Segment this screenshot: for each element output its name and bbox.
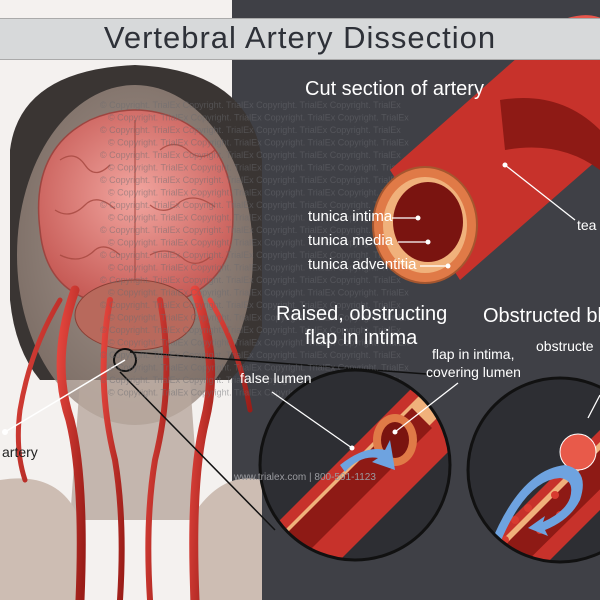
label-obstructed: Obstructed bl bbox=[483, 305, 600, 327]
label-flap-covering-2: covering lumen bbox=[426, 364, 521, 380]
neck-arteries bbox=[15, 285, 253, 600]
watermark-text: © Copyright. TrialEx Copyright. TrialEx … bbox=[108, 163, 409, 173]
shoulder-left bbox=[0, 478, 80, 600]
brain-folds bbox=[54, 120, 216, 300]
dissection-site-circle bbox=[113, 348, 137, 372]
zoom-line-bottom bbox=[119, 371, 276, 531]
label-tear: tea bbox=[577, 217, 597, 233]
watermark-text: © Copyright. TrialEx Copyright. TrialEx … bbox=[100, 250, 401, 260]
flow-arrow-1 bbox=[340, 440, 395, 472]
watermark-text: © Copyright. TrialEx Copyright. TrialEx … bbox=[108, 338, 409, 348]
label-tunica-intima: tunica intima bbox=[308, 208, 393, 225]
artery-lumen bbox=[393, 182, 463, 262]
watermark-text: © Copyright. TrialEx Copyright. TrialEx … bbox=[108, 138, 409, 148]
label-cut-section: Cut section of artery bbox=[305, 78, 484, 100]
artery-pointer-line bbox=[4, 359, 126, 433]
closeup-obstructed bbox=[466, 376, 600, 564]
watermark-text: © Copyright. TrialEx Copyright. TrialEx … bbox=[108, 113, 409, 123]
watermark-text: © Copyright. TrialEx Copyright. TrialEx … bbox=[108, 313, 409, 323]
page-title: Vertebral Artery Dissection bbox=[103, 20, 497, 55]
watermark-text: © Copyright. TrialEx Copyright. TrialEx … bbox=[108, 263, 409, 273]
watermark-text: © Copyright. TrialEx Copyright. TrialEx … bbox=[100, 100, 401, 110]
label-tunica-media: tunica media bbox=[308, 232, 394, 249]
title-bar bbox=[0, 18, 600, 60]
shoulder-right bbox=[190, 478, 262, 600]
neck-shape bbox=[70, 380, 200, 520]
watermark-text: © Copyright. TrialEx Copyright. TrialEx … bbox=[100, 375, 401, 385]
watermark-text: © Copyright. TrialEx Copyright. TrialEx … bbox=[100, 300, 401, 310]
label-obstructed-sub: obstructe bbox=[536, 338, 594, 354]
cut-section-artery bbox=[372, 15, 600, 284]
watermark-text: © Copyright. TrialEx Copyright. TrialEx … bbox=[100, 125, 401, 135]
watermark-text: © Copyright. TrialEx Copyright. TrialEx … bbox=[100, 175, 401, 185]
watermark-text: © Copyright. TrialEx Copyright. TrialEx … bbox=[100, 225, 401, 235]
watermark-text: © Copyright. TrialEx Copyright. TrialEx … bbox=[100, 325, 401, 335]
watermark-text: © Copyright. TrialEx Copyright. TrialEx … bbox=[108, 363, 409, 373]
watermark-text: © Copyright. TrialEx Copyright. TrialEx … bbox=[100, 275, 401, 285]
watermark-text: © Copyright. TrialEx Copyright. TrialEx … bbox=[108, 288, 409, 298]
label-raised-flap-1: Raised, obstructing bbox=[276, 303, 448, 325]
watermark-text: © Copyright. TrialEx Copyright. TrialEx … bbox=[108, 388, 409, 398]
label-flap-covering-1: flap in intima, bbox=[432, 346, 515, 362]
zoom-line-top bbox=[129, 351, 441, 376]
label-artery: artery bbox=[2, 444, 38, 460]
watermark-text: © Copyright. TrialEx Copyright. TrialEx … bbox=[100, 350, 401, 360]
watermark-text: © Copyright. TrialEx Copyright. TrialEx … bbox=[100, 200, 401, 210]
watermark-text: © Copyright. TrialEx Copyright. TrialEx … bbox=[108, 238, 409, 248]
label-tunica-adventitia: tunica adventitia bbox=[308, 256, 417, 273]
watermark-contact: www.trialex.com | 800-591-1123 bbox=[234, 472, 376, 483]
watermark-rows: © Copyright. TrialEx Copyright. TrialEx … bbox=[100, 100, 409, 398]
closeup-raised-flap bbox=[258, 368, 459, 562]
watermark-text: © Copyright. TrialEx Copyright. TrialEx … bbox=[100, 150, 401, 160]
label-raised-flap-2: flap in intima bbox=[305, 327, 418, 349]
watermark-text: © Copyright. TrialEx Copyright. TrialEx … bbox=[108, 188, 409, 198]
artery-pointer-dot bbox=[2, 429, 8, 435]
watermark-text: © Copyright. TrialEx Copyright. TrialEx … bbox=[108, 213, 409, 223]
label-false-lumen: false lumen bbox=[240, 370, 312, 386]
